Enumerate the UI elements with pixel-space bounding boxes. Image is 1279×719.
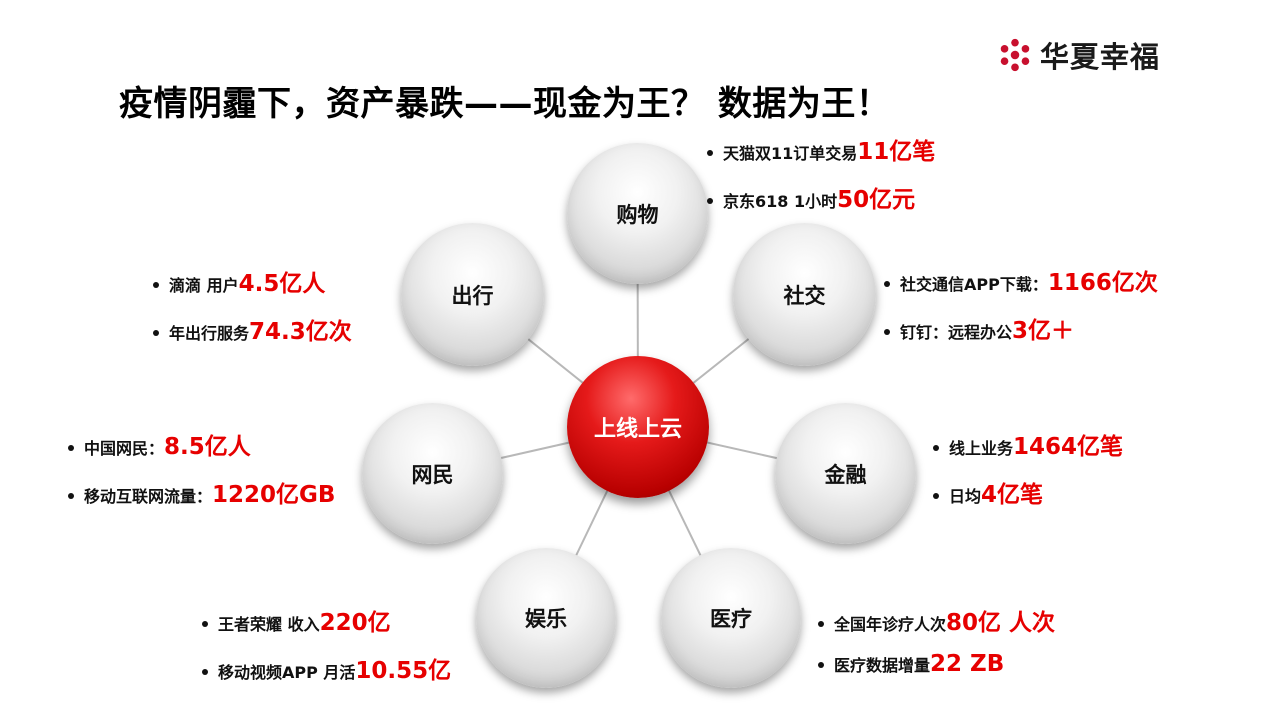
stat-text: 社交通信APP下载： <box>900 275 1048 294</box>
flower-logo-icon <box>1000 38 1030 72</box>
page-title: 疫情阴霾下，资产暴跌——现金为王？ 数据为王！ <box>119 84 891 124</box>
bullet-icon <box>884 281 890 287</box>
node-finance-label: 金融 <box>824 462 867 487</box>
stat-value: 1166亿次 <box>1047 270 1158 296</box>
node-netizens-label: 网民 <box>411 462 454 487</box>
node-travel: 出行 <box>401 223 544 366</box>
stat-text: 日均 <box>949 487 982 506</box>
stat-value: 220亿 <box>319 610 391 636</box>
stats-finance: 线上业务 1464亿笔 日均 4亿笔 <box>933 427 1123 509</box>
stat-value: 1220亿GB <box>212 482 336 508</box>
bullet-icon <box>153 330 159 336</box>
bullet-icon <box>707 198 713 204</box>
bullet-icon <box>818 662 824 668</box>
stat-value: 4亿笔 <box>981 482 1044 508</box>
stat-text: 移动视频APP 月活 <box>218 663 356 682</box>
bullet-icon <box>68 445 74 451</box>
logo-text: 华夏幸福 <box>1040 40 1161 74</box>
stat-text: 中国网民： <box>84 439 165 458</box>
node-finance: 金融 <box>775 403 916 544</box>
bullet-icon <box>884 329 890 335</box>
node-social-label: 社交 <box>783 283 826 308</box>
stat-text: 京东618 1小时 <box>723 192 838 211</box>
node-medical: 医疗 <box>661 548 801 688</box>
stat-text: 王者荣耀 收入 <box>218 615 320 634</box>
node-entertainment-label: 娱乐 <box>525 607 567 631</box>
bullet-icon <box>818 621 824 627</box>
stat-line: 社交通信APP下载：1166亿次 <box>884 263 1158 297</box>
node-shopping-label: 购物 <box>616 202 659 227</box>
company-logo: 华夏幸福 <box>996 34 1160 76</box>
stat-line: 日均 4亿笔 <box>933 475 1123 509</box>
stat-value: 74.3亿次 <box>249 319 352 345</box>
bullet-icon <box>153 282 159 288</box>
stat-value: 3亿＋ <box>1012 318 1075 344</box>
center-node-label: 上线上云 <box>593 417 682 442</box>
stats-netizens: 中国网民：8.5亿人 移动互联网流量：1220亿GB <box>68 427 335 509</box>
node-social: 社交 <box>733 223 876 366</box>
stat-value: 50亿元 <box>837 187 916 213</box>
node-medical-label: 医疗 <box>710 607 752 631</box>
stat-line: 移动互联网流量：1220亿GB <box>68 475 335 509</box>
stat-value: 11亿笔 <box>857 139 936 165</box>
node-netizens: 网民 <box>362 403 503 544</box>
node-travel-label: 出行 <box>451 283 494 308</box>
stat-text: 滴滴 用户 <box>169 276 239 295</box>
stat-line: 年出行服务 74.3亿次 <box>153 312 352 346</box>
stats-medical: 全国年诊疗人次 80亿 人次 医疗数据增量 22 ZB <box>818 603 1055 677</box>
stat-text: 年出行服务 <box>169 324 250 343</box>
stat-text: 天猫双11订单交易 <box>723 144 858 163</box>
stat-text: 钉钉：远程办公 <box>900 323 1013 342</box>
stat-value: 22 ZB <box>930 651 1005 677</box>
center-node: 上线上云 <box>567 356 709 498</box>
stat-text: 医疗数据增量 <box>834 656 931 675</box>
stat-text: 移动互联网流量： <box>84 487 213 506</box>
node-entertainment: 娱乐 <box>476 548 616 688</box>
bullet-icon <box>202 669 208 675</box>
stat-line: 全国年诊疗人次 80亿 人次 <box>818 603 1055 637</box>
bullet-icon <box>933 493 939 499</box>
bullet-icon <box>202 621 208 627</box>
bullet-icon <box>68 493 74 499</box>
bullet-icon <box>707 150 713 156</box>
node-shopping: 购物 <box>567 143 708 284</box>
stat-value: 1464亿笔 <box>1013 434 1124 460</box>
bullet-icon <box>933 445 939 451</box>
stat-line: 线上业务 1464亿笔 <box>933 427 1123 461</box>
stat-line: 医疗数据增量 22 ZB <box>818 651 1055 677</box>
stat-value: 10.55亿 <box>355 658 452 684</box>
stat-value: 8.5亿人 <box>164 434 251 460</box>
stat-value: 4.5亿人 <box>238 271 326 297</box>
stat-value: 80亿 人次 <box>946 610 1056 636</box>
stat-line: 中国网民：8.5亿人 <box>68 427 335 461</box>
stat-line: 天猫双11订单交易 11亿笔 <box>707 132 935 166</box>
stat-text: 线上业务 <box>949 439 1014 458</box>
stat-text: 全国年诊疗人次 <box>834 615 947 634</box>
